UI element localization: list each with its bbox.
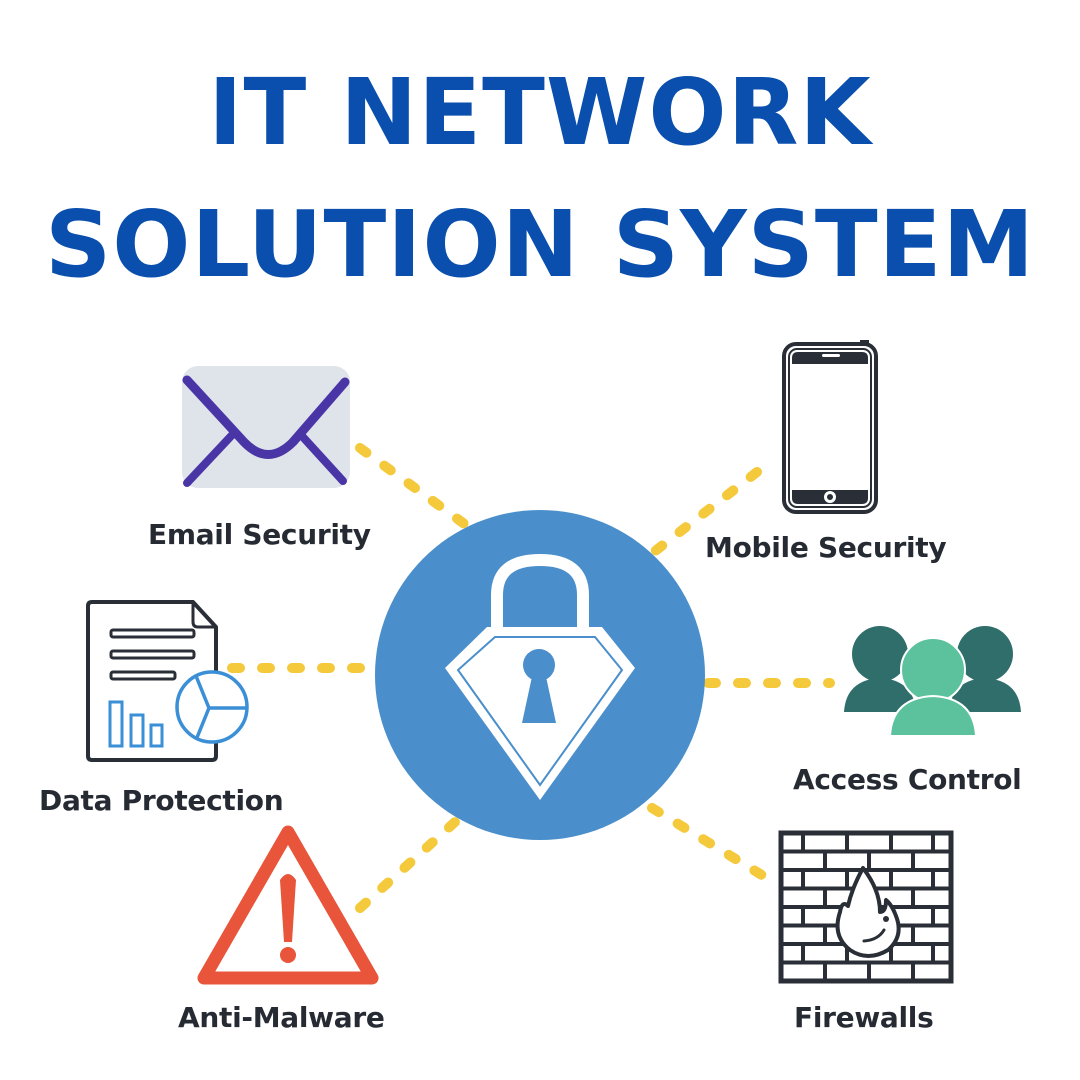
warning-triangle-icon	[197, 825, 379, 985]
label-access-control: Access Control	[793, 763, 1022, 796]
connector-email	[355, 443, 475, 533]
connector-malware	[355, 817, 460, 913]
user-group-icon	[844, 626, 1021, 737]
node-mobile	[782, 340, 878, 514]
connector-mobile	[645, 467, 762, 560]
smartphone-icon	[782, 340, 878, 514]
node-malware	[197, 825, 379, 985]
node-data	[86, 600, 249, 762]
label-email-security: Email Security	[148, 518, 371, 551]
label-data-protection: Data Protection	[39, 784, 284, 817]
label-mobile-security: Mobile Security	[705, 531, 947, 564]
document-chart-icon	[86, 600, 249, 762]
connector-firewall	[647, 803, 770, 882]
node-firewall	[778, 830, 954, 984]
envelope-icon	[182, 366, 350, 488]
node-access	[844, 626, 1021, 737]
label-anti-malware: Anti-Malware	[178, 1001, 385, 1034]
title-line-1: IT NETWORK	[208, 59, 872, 166]
diamond-padlock-icon	[445, 553, 635, 800]
title-line-2: SOLUTION SYSTEM	[44, 191, 1036, 298]
connectors	[227, 443, 835, 913]
label-firewalls: Firewalls	[794, 1001, 934, 1034]
hub	[375, 510, 705, 840]
brick-wall-fire-icon	[778, 830, 954, 984]
node-email	[182, 366, 350, 488]
